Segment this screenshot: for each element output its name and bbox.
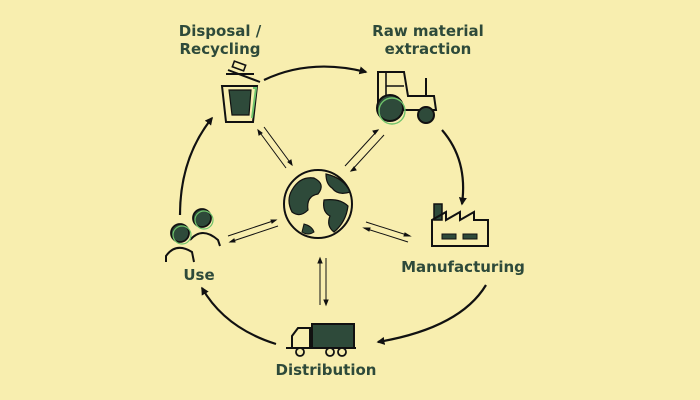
exchange-arrow-disposal: [257, 126, 293, 169]
tractor-icon: [376, 71, 438, 125]
stage-label-raw-material-line1: Raw material: [372, 22, 484, 40]
exchange-arrow-distribution: [317, 256, 329, 307]
cycle-arrow-disposal-to-raw: [263, 65, 368, 81]
stage-label-disposal-line1: Disposal /: [178, 22, 262, 40]
cycle-arrow-distribution-to-use: [201, 286, 277, 346]
cycle-arrow-manufacturing-to-distribution: [376, 284, 487, 345]
people-icon: [165, 208, 221, 263]
stage-label-distribution: Distribution: [275, 361, 377, 379]
globe-icon: [283, 169, 353, 239]
delivery-truck-icon: [286, 323, 356, 357]
stage-label-disposal: Disposal / Recycling: [168, 22, 272, 58]
stage-label-use: Use: [183, 266, 215, 284]
cycle-arrow-raw-to-manufacturing: [441, 129, 467, 206]
exchange-arrows: [227, 126, 412, 307]
factory-icon: [431, 203, 489, 247]
stage-label-manufacturing: Manufacturing: [401, 258, 525, 276]
stage-label-disposal-line2: Recycling: [179, 40, 261, 58]
stage-label-raw-material-line2: extraction: [384, 40, 472, 58]
cycle-arrow-use-to-disposal: [178, 116, 213, 216]
exchange-arrow-raw-material: [344, 129, 385, 172]
exchange-arrow-use: [227, 219, 279, 243]
trash-bin-icon: [220, 60, 261, 123]
exchange-arrow-manufacturing: [362, 221, 412, 243]
stage-label-raw-material: Raw material extraction: [366, 22, 490, 58]
